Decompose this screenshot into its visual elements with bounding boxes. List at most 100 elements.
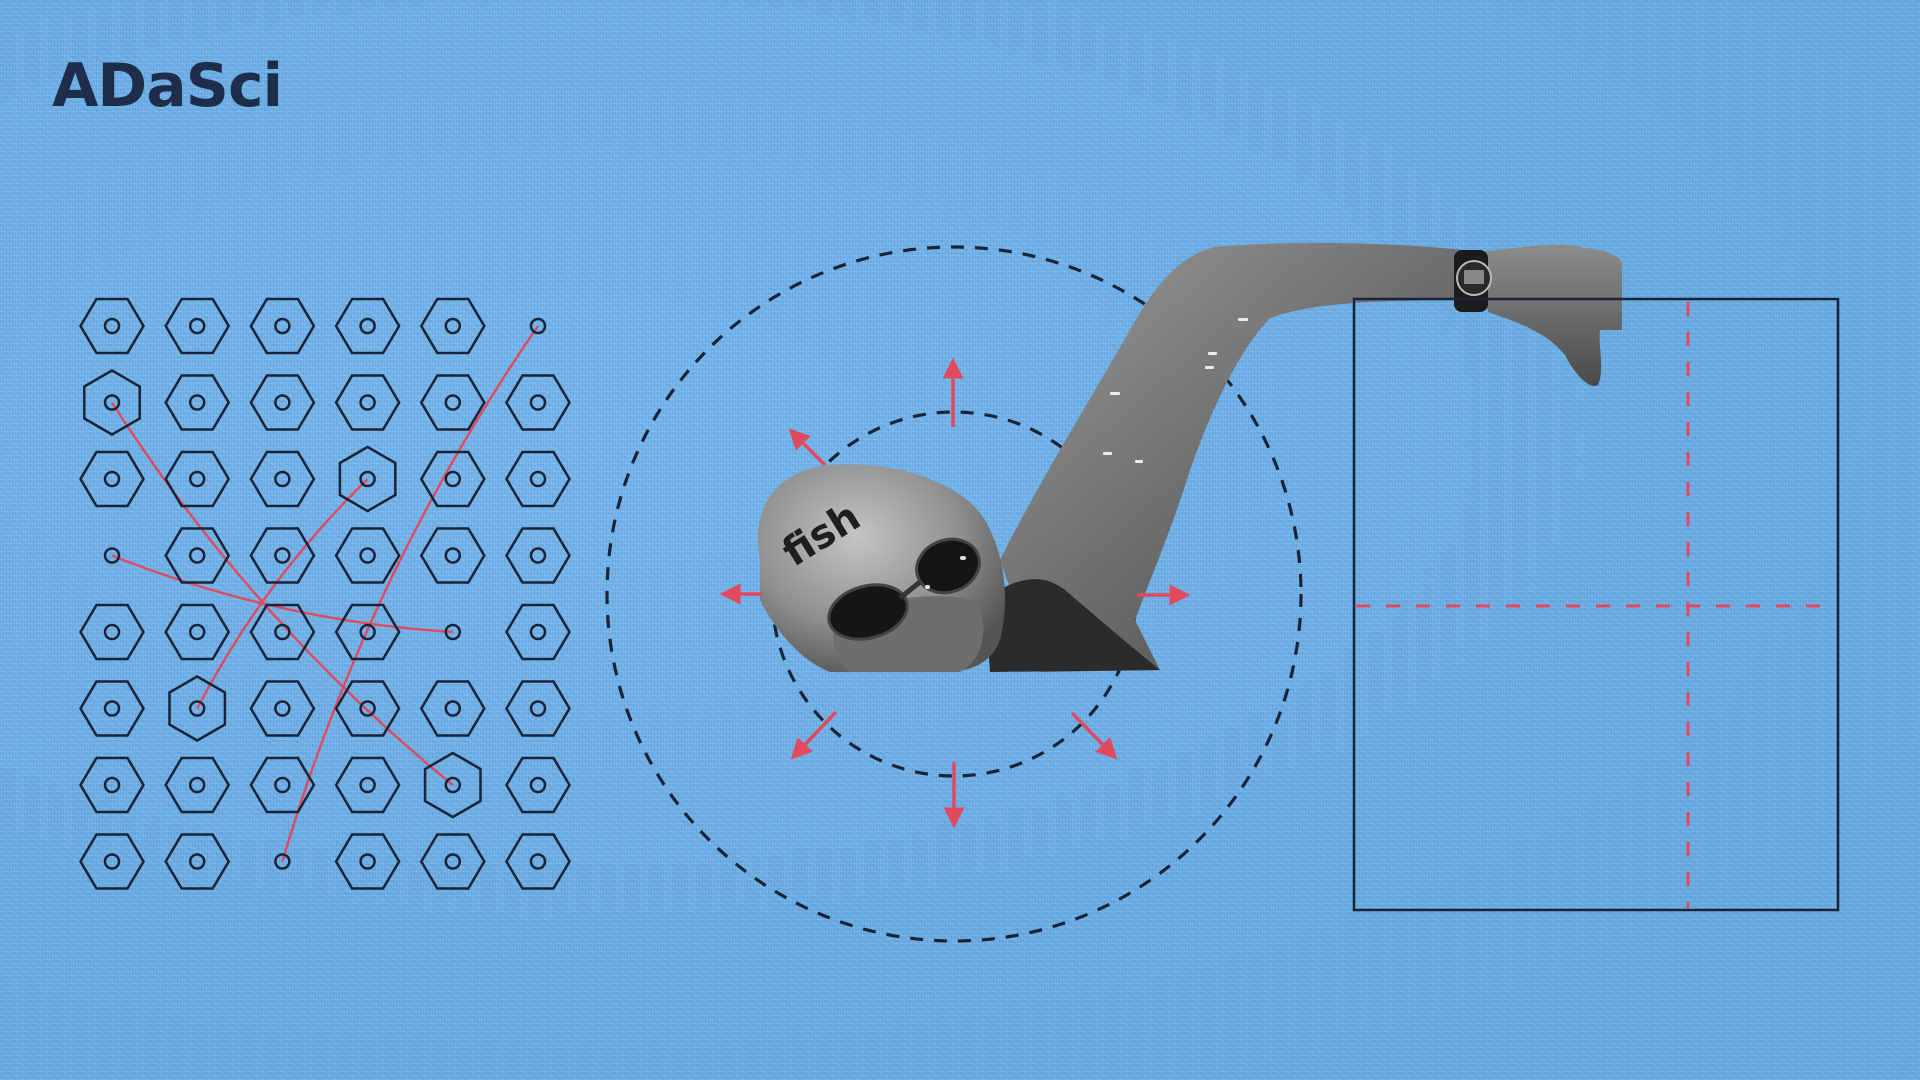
hexagon-icon	[79, 297, 145, 355]
node-dot-icon	[444, 547, 462, 564]
node-dot-icon	[444, 317, 462, 335]
hexagon-icon	[334, 374, 401, 431]
hexagon-icon	[164, 374, 231, 431]
node-dot-icon	[359, 700, 376, 717]
network-link	[110, 401, 454, 786]
hexagon-icon	[419, 833, 486, 890]
node-dot-icon	[103, 470, 121, 488]
hexagon-icon	[419, 297, 486, 355]
node-dot-icon	[103, 547, 121, 564]
node-dot-icon	[274, 317, 291, 335]
node-dot-icon	[274, 394, 291, 411]
node-dot-icon	[188, 547, 206, 564]
node-dot-icon	[444, 623, 462, 641]
swimmer-shoulder	[985, 579, 1160, 672]
adasci-logo: ADaSci	[52, 51, 283, 121]
hexagon-icon	[334, 833, 401, 890]
hexagon-node-icon	[338, 445, 397, 513]
hexagon-icon	[249, 374, 316, 431]
node-dot-icon	[103, 317, 121, 335]
node-dot-icon	[274, 547, 291, 564]
node-dot-icon	[274, 853, 291, 870]
hexagon-icon	[505, 756, 571, 814]
hexagon-node-icon	[83, 369, 141, 436]
node-dot-icon	[529, 470, 547, 488]
hexagon-icon	[419, 374, 486, 431]
wristwatch-icon	[1454, 250, 1492, 312]
hexagon-icon	[505, 527, 571, 584]
swimmer-arm	[1000, 242, 1490, 672]
hexagon-icon	[249, 603, 316, 661]
hexagon-icon	[79, 450, 145, 508]
node-dot-icon	[359, 853, 376, 870]
node-dot-icon	[359, 776, 376, 794]
node-dot-icon	[188, 776, 206, 794]
hexagon-icon	[164, 297, 231, 355]
node-dot-icon	[359, 623, 376, 641]
node-dot-icon	[444, 776, 462, 794]
node-dot-icon	[444, 700, 462, 717]
node-dot-icon	[103, 623, 121, 641]
hexagon-icon	[334, 527, 401, 584]
arrow-down-left-icon	[790, 710, 838, 760]
hexagon-icon	[164, 833, 231, 890]
arrow-down-right-icon	[1070, 711, 1118, 760]
node-dot-icon	[103, 776, 121, 794]
hexagon-icon	[419, 680, 486, 737]
hexagon-icon	[164, 450, 231, 508]
network-link	[196, 478, 369, 710]
node-dot-icon	[103, 700, 121, 717]
hexagon-icon	[505, 374, 571, 431]
node-dot-icon	[188, 623, 206, 641]
hexagon-node-icon	[168, 675, 227, 742]
hexagon-node-icon	[423, 751, 482, 819]
hexagon-icon	[249, 680, 316, 737]
node-dot-icon	[103, 853, 121, 870]
node-dot-icon	[188, 700, 206, 717]
hexagon-icon	[79, 756, 145, 814]
node-dot-icon	[359, 317, 376, 335]
node-dot-icon	[529, 394, 547, 411]
hexagon-icon	[79, 833, 145, 890]
node-dot-icon	[359, 394, 376, 411]
node-dot-icon	[529, 776, 547, 794]
node-dot-icon	[274, 470, 291, 488]
network-link	[281, 325, 539, 862]
hexagon-icon	[505, 450, 571, 508]
node-dot-icon	[274, 700, 291, 717]
hexagon-icon	[249, 297, 316, 355]
node-dot-icon	[188, 394, 206, 411]
hexagon-icon	[164, 527, 231, 584]
node-dot-icon	[274, 623, 291, 641]
node-dot-icon	[188, 317, 206, 335]
node-dot-icon	[529, 317, 547, 335]
node-dot-icon	[529, 623, 547, 641]
hexagon-icon	[79, 603, 145, 661]
hexagon-icon	[249, 527, 316, 584]
frame-box	[1352, 297, 1840, 912]
hexagon-icon	[334, 680, 401, 737]
network-link	[111, 554, 453, 634]
arrow-up-left-icon	[788, 428, 827, 467]
node-dot-icon	[444, 853, 462, 870]
hexagon-icon	[334, 603, 401, 661]
hexagon-icon	[505, 680, 571, 737]
node-dot-icon	[444, 394, 462, 411]
hexagon-icon	[164, 756, 231, 814]
node-dot-icon	[529, 547, 547, 564]
node-dot-icon	[274, 776, 291, 794]
hexagon-icon	[79, 680, 145, 737]
node-dot-icon	[359, 470, 376, 488]
hexagon-icon	[334, 756, 401, 814]
hexagon-icon	[419, 527, 486, 584]
node-dot-icon	[103, 394, 121, 411]
node-dot-icon	[188, 470, 206, 488]
swimmer-hand	[1478, 244, 1622, 386]
node-dot-icon	[529, 700, 547, 717]
hexagon-icon	[505, 833, 571, 890]
hexagon-icon	[334, 297, 401, 355]
hexagon-icon	[249, 450, 316, 508]
